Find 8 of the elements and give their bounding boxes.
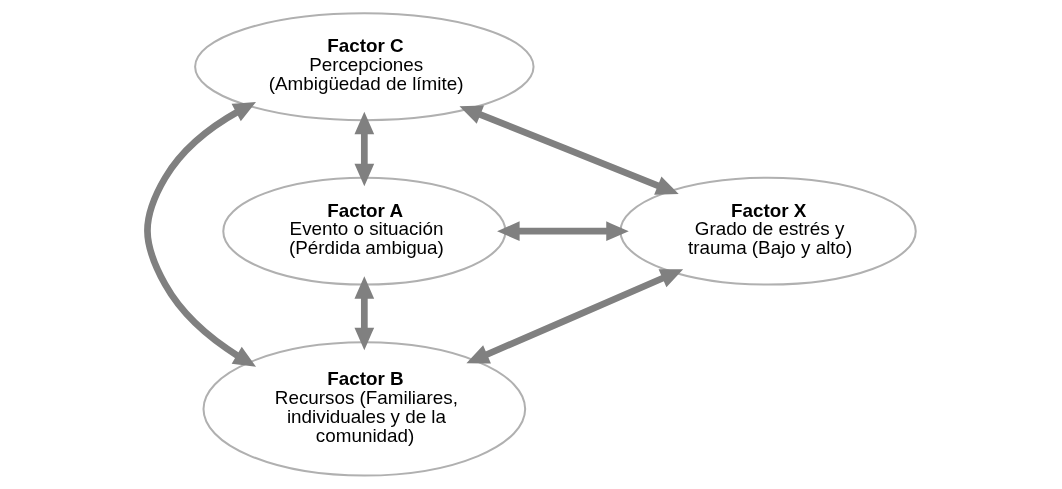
node-ellipse: Factor A Evento o situación (Pérdida ambigua) xyxy=(221,176,506,286)
arrow xyxy=(143,102,256,367)
arrow xyxy=(353,111,374,187)
arrow xyxy=(496,221,629,242)
arrow xyxy=(353,276,374,351)
arrow xyxy=(465,269,683,364)
arrow xyxy=(459,105,679,195)
node-ellipse: Factor B Recursos (Familiares, individuales y de la comunidad) xyxy=(202,341,526,477)
